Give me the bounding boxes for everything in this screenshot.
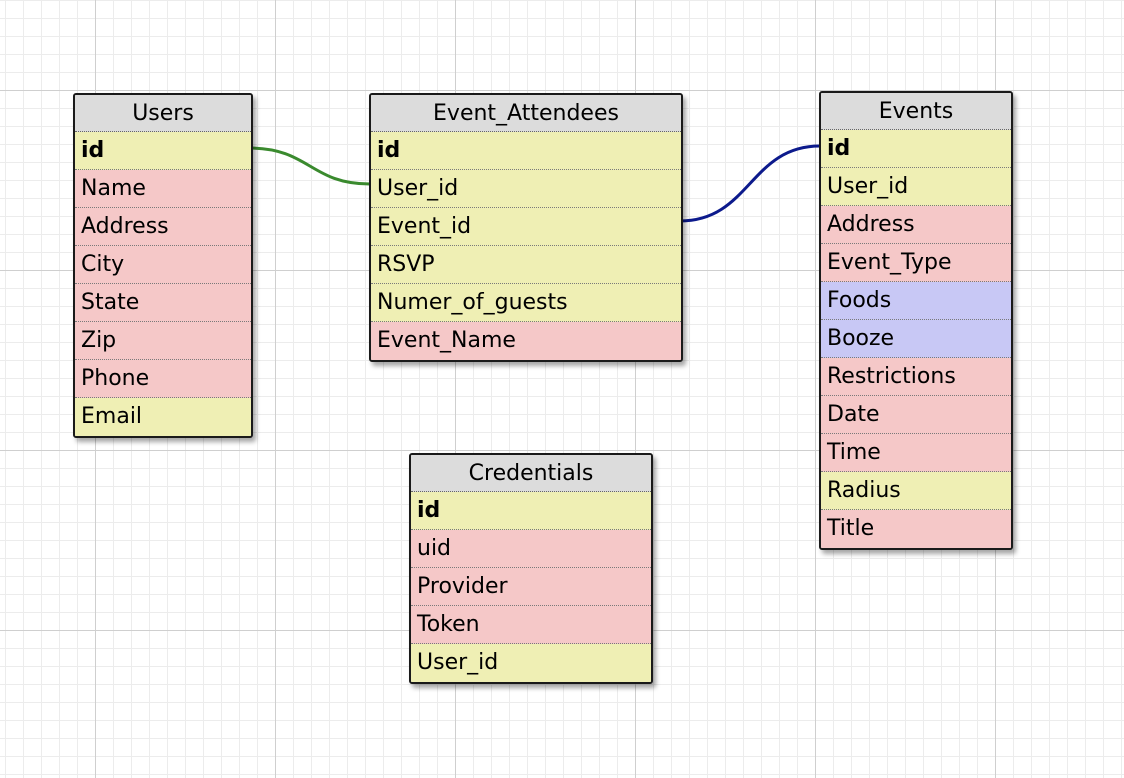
table-credentials-field-uid[interactable]: uid xyxy=(411,530,651,568)
table-event-attendees-header[interactable]: Event_Attendees xyxy=(371,95,681,132)
table-events-field-event-type[interactable]: Event_Type xyxy=(821,244,1011,282)
table-credentials-header[interactable]: Credentials xyxy=(411,455,651,492)
table-events-field-title[interactable]: Title xyxy=(821,510,1011,548)
table-credentials-field-id[interactable]: id xyxy=(411,492,651,530)
table-users-field-state[interactable]: State xyxy=(75,284,251,322)
table-event-attendees-field-event-name[interactable]: Event_Name xyxy=(371,322,681,360)
table-events-field-radius[interactable]: Radius xyxy=(821,472,1011,510)
table-events-field-id[interactable]: id xyxy=(821,130,1011,168)
table-users-field-email[interactable]: Email xyxy=(75,398,251,436)
table-credentials-field-user-id[interactable]: User_id xyxy=(411,644,651,682)
table-events-field-foods[interactable]: Foods xyxy=(821,282,1011,320)
table-events-field-booze[interactable]: Booze xyxy=(821,320,1011,358)
table-users-field-city[interactable]: City xyxy=(75,246,251,284)
table-event-attendees-field-numer-of-guests[interactable]: Numer_of_guests xyxy=(371,284,681,322)
table-event-attendees-field-id[interactable]: id xyxy=(371,132,681,170)
table-event-attendees-field-rsvp[interactable]: RSVP xyxy=(371,246,681,284)
table-users-field-address[interactable]: Address xyxy=(75,208,251,246)
table-events-field-user-id[interactable]: User_id xyxy=(821,168,1011,206)
table-event-attendees-field-user-id[interactable]: User_id xyxy=(371,170,681,208)
table-event-attendees-field-event-id[interactable]: Event_id xyxy=(371,208,681,246)
table-users-field-name[interactable]: Name xyxy=(75,170,251,208)
relation-attendees-event-id-to-events-id[interactable] xyxy=(679,144,821,223)
relation-users-id-to-attendees-user-id[interactable] xyxy=(248,146,371,186)
table-credentials-field-token[interactable]: Token xyxy=(411,606,651,644)
table-events-field-date[interactable]: Date xyxy=(821,396,1011,434)
table-events-header[interactable]: Events xyxy=(821,93,1011,130)
table-users-field-zip[interactable]: Zip xyxy=(75,322,251,360)
table-credentials-field-provider[interactable]: Provider xyxy=(411,568,651,606)
table-events-field-restrictions[interactable]: Restrictions xyxy=(821,358,1011,396)
table-users-field-id[interactable]: id xyxy=(75,132,251,170)
table-events-field-address[interactable]: Address xyxy=(821,206,1011,244)
table-events-field-time[interactable]: Time xyxy=(821,434,1011,472)
table-users-header[interactable]: Users xyxy=(75,95,251,132)
table-users-field-phone[interactable]: Phone xyxy=(75,360,251,398)
